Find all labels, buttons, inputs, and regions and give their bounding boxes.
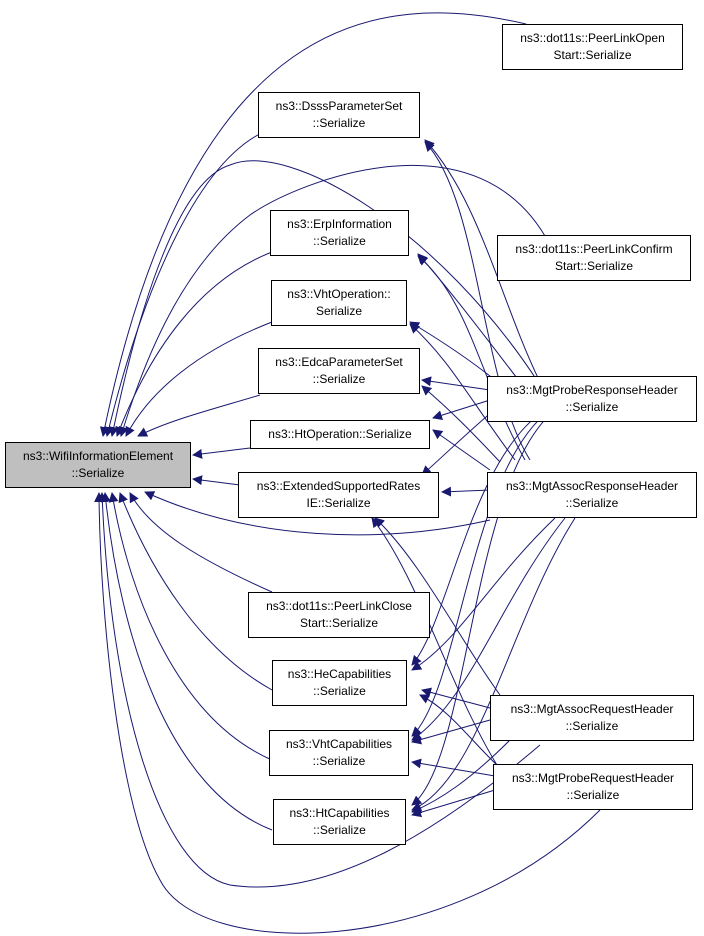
edge-mpqh-to-hecap (419, 694, 501, 769)
node-edca-parameter-set-serialize[interactable]: ns3::EdcaParameterSet ::Serialize (258, 348, 420, 394)
edge-mpqh-to-vhtcap (411, 758, 496, 777)
node-label-line-2: Start::Serialize (299, 616, 379, 630)
edge-mprh-to-htop (432, 399, 491, 421)
node-label-line-1: ns3::DsssParameterSet (275, 99, 403, 113)
node-label-line-2: ::Serialize (312, 116, 366, 130)
edge-mpqh-to-root (94, 492, 601, 934)
edge-marh-to-vhtcap (411, 517, 566, 741)
node-label-line-2: ::Serialize (312, 754, 366, 768)
node-ht-capabilities-serialize[interactable]: ns3::HtCapabilities ::Serialize (273, 799, 406, 845)
node-label-line-1: ns3::MgtProbeRequestHeader (511, 771, 675, 785)
edge-plc-to-root (129, 492, 273, 593)
edge-marh-to-hecap (411, 517, 556, 671)
edge-marh-to-htop (432, 429, 491, 471)
node-label-line-2: ::Serialize (313, 684, 366, 698)
edge-plo-to-root (99, 12, 527, 437)
node-label-line-1: ns3::HtOperation::Serialize (268, 427, 412, 441)
edge-htcap-to-root (100, 492, 273, 831)
node-label-line-1: ns3::ErpInformation (287, 217, 392, 231)
node-label-line-1: ns3::MgtAssocResponseHeader (505, 479, 679, 493)
node-wifi-information-element-serialize[interactable]: ns3::WifiInformationElement ::Serialize (5, 442, 191, 488)
node-label-line-2: ::Serialize (565, 719, 619, 733)
edge-maqh-to-ext (374, 517, 501, 696)
edge-marh-to-erp (417, 255, 526, 461)
node-label-line-2: ::Serialize (565, 400, 619, 414)
edge-mprh-to-dsss (424, 139, 541, 383)
node-dsss-parameter-set-serialize[interactable]: ns3::DsssParameterSet ::Serialize (258, 92, 420, 138)
edge-marh-to-dsss (424, 141, 531, 461)
edge-edca-to-root (137, 394, 261, 437)
node-ht-operation-serialize[interactable]: ns3::HtOperation::Serialize (250, 420, 430, 449)
node-label-line-1: ns3::VhtCapabilities (285, 737, 393, 751)
node-label-line-1: ns3::dot11s::PeerLinkConfirm (515, 242, 673, 256)
edge-marh-to-vhtop (409, 323, 516, 461)
edge-mprh-to-edca (421, 376, 491, 391)
node-label-line-1: ns3::dot11s::PeerLinkClose (266, 599, 412, 613)
node-vht-capabilities-serialize[interactable]: ns3::VhtCapabilities ::Serialize (269, 730, 409, 776)
node-extended-supported-rates-ie-serialize[interactable]: ns3::ExtendedSupportedRates IE::Serializ… (238, 472, 439, 518)
edge-plcf-to-root (118, 164, 551, 437)
edge-vhtcap-to-root (108, 492, 273, 761)
node-mgt-assoc-response-header-serialize[interactable]: ns3::MgtAssocResponseHeader ::Serialize (487, 472, 697, 518)
node-label-line-1: ns3::HeCapabilities (287, 667, 392, 681)
node-peer-link-confirm-start-serialize[interactable]: ns3::dot11s::PeerLinkConfirm Start::Seri… (497, 235, 691, 281)
edge-hecap-to-root (118, 492, 273, 691)
node-label-line-2: Start::Serialize (553, 48, 632, 62)
node-mgt-probe-request-header-serialize[interactable]: ns3::MgtProbeRequestHeader ::Serialize (493, 764, 693, 810)
edge-mpqh-to-htcap (411, 789, 496, 818)
node-label-line-1: ns3::MgtAssocRequestHeader (510, 702, 674, 716)
edge-marh-to-htcap (411, 517, 576, 811)
edge-mpqh-to-ext (371, 517, 501, 771)
node-label-line-1: ns3::EdcaParameterSet (275, 355, 403, 369)
edge-maqh-to-hecap (421, 687, 491, 709)
node-label-line-1: ns3::ExtendedSupportedRates (256, 479, 421, 493)
node-label-line-2: ::Serialize (312, 372, 366, 386)
edge-dsss-to-root (104, 129, 269, 437)
node-peer-link-close-start-serialize[interactable]: ns3::dot11s::PeerLinkClose Start::Serial… (248, 592, 430, 638)
node-he-capabilities-serialize[interactable]: ns3::HeCapabilities ::Serialize (272, 660, 407, 706)
edge-maqh-to-root (97, 492, 541, 888)
edge-erp-to-root (115, 251, 273, 437)
node-label-line-2: ::Serialize (313, 823, 366, 837)
node-vht-operation-serialize[interactable]: ns3::VhtOperation:: Serialize (271, 280, 407, 326)
node-label-line-2: Serialize (315, 304, 363, 318)
node-label-line-1: ns3::HtCapabilities (289, 806, 390, 820)
edge-mprh-to-vhtcap (411, 409, 551, 737)
node-label-line-2: ::Serialize (566, 788, 620, 802)
node-label-line-1: ns3::WifiInformationElement (22, 449, 174, 463)
node-label-line-1: ns3::dot11s::PeerLinkOpen (520, 31, 665, 45)
node-mgt-probe-response-header-serialize[interactable]: ns3::MgtProbeResponseHeader ::Serialize (487, 376, 697, 422)
edge-maqh-to-vhtcap (411, 719, 491, 745)
node-label-line-2: ::Serialize (313, 234, 366, 248)
node-erp-information-serialize[interactable]: ns3::ErpInformation ::Serialize (270, 210, 409, 256)
node-label-line-2: ::Serialize (71, 466, 125, 480)
edge-marh-to-root (144, 491, 491, 536)
node-label-line-1: ns3::VhtOperation:: (287, 287, 391, 301)
node-label-line-2: IE::Serialize (306, 496, 371, 510)
node-label-line-1: ns3::MgtProbeResponseHeader (506, 383, 678, 397)
edge-htop-to-root (192, 447, 251, 459)
edge-ext-to-root (192, 475, 241, 486)
edge-mprh-to-root-upper (108, 160, 541, 437)
node-peer-link-open-start-serialize[interactable]: ns3::dot11s::PeerLinkOpen Start::Seriali… (502, 24, 683, 70)
node-label-line-2: Start::Serialize (554, 259, 634, 273)
node-label-line-2: ::Serialize (565, 496, 619, 510)
edge-marh-to-ext (441, 486, 491, 497)
edge-mprh-to-hecap (411, 409, 546, 666)
edge-mprh-to-htcap (411, 409, 556, 806)
edge-vhtop-to-root (125, 321, 273, 437)
node-mgt-assoc-request-header-serialize[interactable]: ns3::MgtAssocRequestHeader ::Serialize (490, 695, 694, 741)
edge-marh-to-edca (421, 385, 501, 463)
